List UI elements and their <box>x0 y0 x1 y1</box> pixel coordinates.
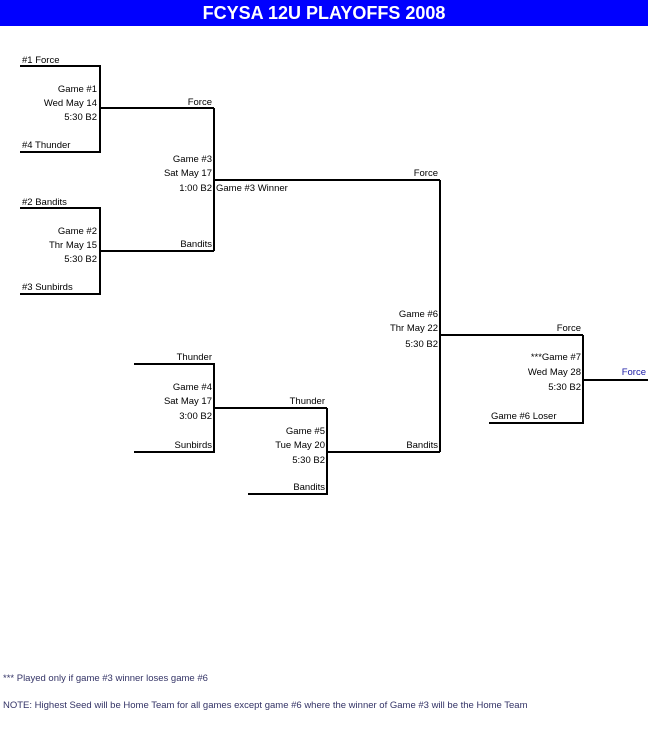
game3-time: 1:00 B2 <box>179 183 212 194</box>
seed3-label: #3 Sunbirds <box>22 282 73 293</box>
champion-label: Force <box>621 367 646 378</box>
game5-time: 5:30 B2 <box>292 455 325 466</box>
game5-top-team: Thunder <box>289 396 325 407</box>
game6-name: Game #6 <box>398 309 438 320</box>
seed1-label: #1 Force <box>22 55 60 66</box>
game1-name: Game #1 <box>57 84 97 95</box>
game7-bracket <box>489 335 584 424</box>
game2-time: 5:30 B2 <box>64 254 97 265</box>
game4-date: Sat May 17 <box>163 396 212 407</box>
game6-bottom-team: Bandits <box>406 440 438 451</box>
seed4-label: #4 Thunder <box>22 140 71 151</box>
game2-winner: Bandits <box>180 239 212 250</box>
game5-name: Game #5 <box>285 426 325 437</box>
game6-time: 5:30 B2 <box>405 339 438 350</box>
game2-date: Thr May 15 <box>48 240 97 251</box>
game1-date: Wed May 14 <box>43 98 97 109</box>
game1-time: 5:30 B2 <box>64 112 97 123</box>
game7-time: 5:30 B2 <box>548 382 581 393</box>
game4-name: Game #4 <box>172 382 212 393</box>
game4-top-team: Thunder <box>176 352 212 363</box>
game7-name: ***Game #7 <box>530 352 581 363</box>
game7-bottom-team: Game #6 Loser <box>491 411 557 422</box>
game2-name: Game #2 <box>57 226 97 237</box>
game5-date: Tue May 20 <box>275 440 325 451</box>
game4-time: 3:00 B2 <box>179 411 212 422</box>
game7-date: Wed May 28 <box>527 367 581 378</box>
game3-name: Game #3 <box>172 154 212 165</box>
game5-bracket <box>248 408 328 495</box>
game5-bottom-team: Bandits <box>293 482 325 493</box>
game3-winner-label: Game #3 Winner <box>216 183 288 194</box>
game1-winner: Force <box>187 97 212 108</box>
game4-bottom-team: Sunbirds <box>174 440 213 451</box>
game6-top-team: Force <box>413 168 438 179</box>
page-title: FCYSA 12U PLAYOFFS 2008 <box>0 0 648 26</box>
game3-date: Sat May 17 <box>163 168 212 179</box>
home-team-note: NOTE: Highest Seed will be Home Team for… <box>3 700 528 711</box>
game6-date: Thr May 22 <box>389 323 438 334</box>
seed2-label: #2 Bandits <box>22 197 67 208</box>
footnote: *** Played only if game #3 winner loses … <box>3 673 208 684</box>
game7-top-team: Force <box>556 323 581 334</box>
game4-bracket <box>134 363 215 453</box>
